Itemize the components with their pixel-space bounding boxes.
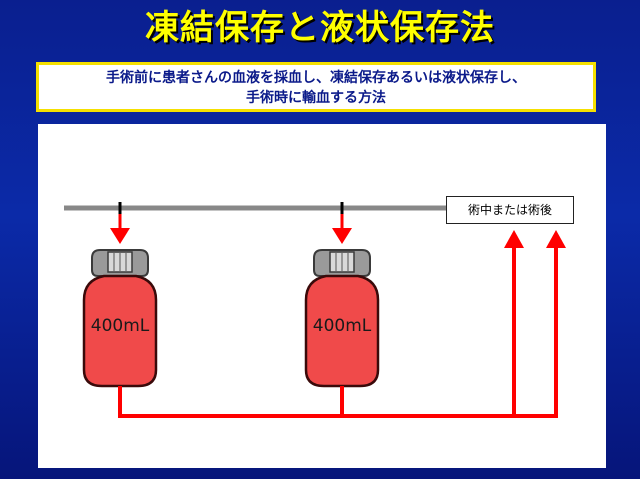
summary-line-1: 手術前に患者さんの血液を採血し、凍結保存あるいは液状保存し、	[106, 70, 526, 86]
summary-box: 手術前に患者さんの血液を採血し、凍結保存あるいは液状保存し、 手術時に輸血する方…	[36, 62, 596, 112]
slide-title: 凍結保存と液状保存法	[145, 8, 495, 48]
diagram-canvas	[64, 202, 566, 418]
return-arrow-1	[504, 230, 524, 416]
collection-arrow-1	[110, 214, 130, 244]
bag-volume-label-2: 400mL	[312, 316, 372, 336]
timing-label: 術中または術後	[446, 196, 574, 224]
return-flow	[118, 386, 558, 418]
collection-arrow-2	[332, 214, 352, 244]
blood-bag-1	[82, 249, 158, 388]
bag-volume-label-1: 400mL	[90, 316, 150, 336]
blood-bag-2	[304, 249, 380, 388]
summary-line-2: 手術時に輸血する方法	[246, 90, 386, 106]
diagram-panel: 術中または術後 400mL 400mL	[38, 124, 606, 468]
return-arrow-2	[546, 230, 566, 416]
